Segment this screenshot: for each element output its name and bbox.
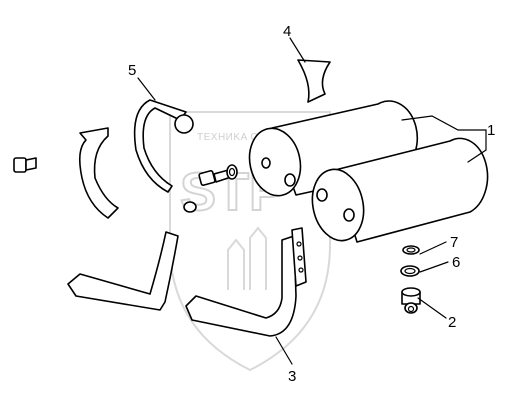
callout-5: 5: [128, 62, 136, 79]
strap-bolt: [183, 164, 238, 213]
callout-6: 6: [452, 254, 460, 271]
callout-4: 4: [283, 23, 291, 40]
mounting-strap: [133, 99, 194, 193]
bracket-left: [67, 231, 179, 311]
callout-labels: 1 2 3 4 5 6 7: [128, 23, 495, 385]
washer: [402, 245, 420, 255]
seal-ring: [400, 265, 420, 277]
callout-2: 2: [448, 314, 456, 331]
leader-lines: [137, 37, 487, 365]
bracket-right: [185, 227, 307, 337]
callout-1: 1: [487, 122, 495, 139]
spacer-block: [297, 59, 331, 103]
callout-7: 7: [450, 234, 458, 251]
drain-valve: [401, 287, 421, 314]
callout-3: 3: [288, 368, 296, 385]
cover-band: [78, 127, 119, 219]
air-receiver-front: [311, 137, 489, 243]
small-bolt: [13, 157, 37, 173]
